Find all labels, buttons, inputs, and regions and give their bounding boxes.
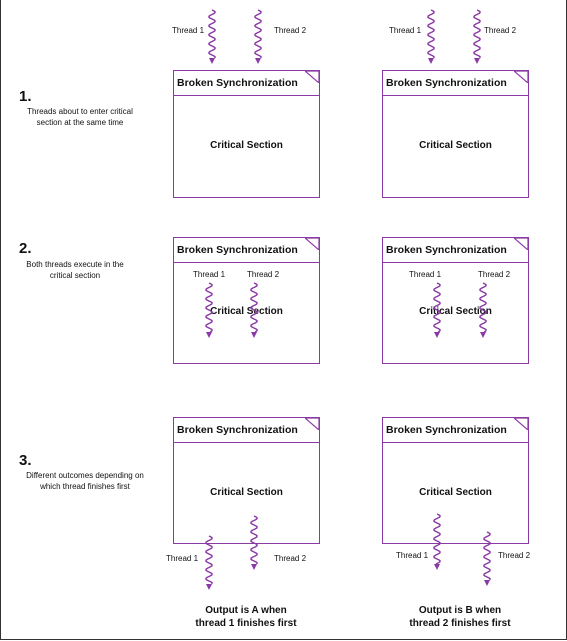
note-fold-icon xyxy=(514,238,528,250)
squiggle-line xyxy=(250,282,258,333)
arrowhead-icon xyxy=(428,58,434,64)
thread-2-label: Thread 2 xyxy=(247,270,280,279)
note-fold-icon xyxy=(305,238,319,250)
step-3-description: Different outcomes depending on which th… xyxy=(26,471,144,491)
note-fold-icon xyxy=(305,418,319,430)
critical-section-label: Critical Section xyxy=(419,306,492,317)
squiggle-line xyxy=(250,515,258,565)
sync-box-2b: Broken Synchronization Thread 1 Thread 2… xyxy=(382,237,529,364)
thread-1-label: Thread 1 xyxy=(389,26,422,35)
thread-2-label: Thread 2 xyxy=(498,551,531,560)
step-2-description: Both threads execute in the critical sec… xyxy=(26,260,124,280)
squiggle-line xyxy=(479,282,487,333)
critical-section-label: Critical Section xyxy=(210,306,283,317)
arrowhead-icon xyxy=(206,332,212,338)
note-fold-icon xyxy=(514,418,528,430)
outcome-a-line2: thread 1 finishes first xyxy=(195,618,297,629)
squiggle-line xyxy=(205,535,213,585)
critical-section-label: Critical Section xyxy=(419,140,492,151)
sync-box-3a: Broken Synchronization Critical Section xyxy=(173,417,320,544)
box-title: Broken Synchronization xyxy=(383,418,528,443)
squiggle-line xyxy=(205,282,213,333)
thread-2-label: Thread 2 xyxy=(484,26,517,35)
arrowhead-icon xyxy=(480,332,486,338)
thread-2-label: Thread 2 xyxy=(478,270,511,279)
thread-1-label: Thread 1 xyxy=(396,551,429,560)
step-2-number: 2. xyxy=(19,240,32,257)
critical-section-label: Critical Section xyxy=(419,487,492,498)
squiggle-line xyxy=(433,282,441,333)
squiggle-line xyxy=(473,9,481,59)
thread-1-label: Thread 1 xyxy=(409,270,442,279)
arrowhead-icon xyxy=(251,564,257,570)
outcome-b: Output is B when thread 2 finishes first xyxy=(380,604,540,630)
arrowhead-icon xyxy=(206,584,212,590)
thread-1-label: Thread 1 xyxy=(193,270,226,279)
box-title: Broken Synchronization xyxy=(383,71,528,96)
box-title: Broken Synchronization xyxy=(383,238,528,263)
sync-box-1a: Broken Synchronization Critical Section xyxy=(173,70,320,198)
note-fold-icon xyxy=(305,71,319,83)
arrowhead-icon xyxy=(209,58,215,64)
squiggle-line xyxy=(427,9,435,59)
sync-box-1b: Broken Synchronization Critical Section xyxy=(382,70,529,198)
arrowhead-icon xyxy=(251,332,257,338)
sync-box-3b: Broken Synchronization Critical Section xyxy=(382,417,529,544)
arrowhead-icon xyxy=(434,564,440,570)
squiggle-line xyxy=(208,9,216,59)
squiggle-line xyxy=(483,531,491,581)
note-fold-icon xyxy=(514,71,528,83)
arrowhead-icon xyxy=(474,58,480,64)
outcome-b-line2: thread 2 finishes first xyxy=(409,618,511,629)
sync-box-2a: Broken Synchronization Thread 1 Thread 2… xyxy=(173,237,320,364)
arrowhead-icon xyxy=(484,580,490,586)
box-title: Broken Synchronization xyxy=(174,238,319,263)
arrowhead-icon xyxy=(434,332,440,338)
box-title: Broken Synchronization xyxy=(174,71,319,96)
thread-1-label: Thread 1 xyxy=(172,26,205,35)
step-3-number: 3. xyxy=(19,452,32,469)
squiggle-line xyxy=(433,513,441,565)
arrowhead-icon xyxy=(255,58,261,64)
step-1-number: 1. xyxy=(19,88,32,105)
thread-1-label: Thread 1 xyxy=(166,554,199,563)
critical-section-label: Critical Section xyxy=(210,487,283,498)
outcome-a-line1: Output is A when xyxy=(205,605,287,616)
box-title: Broken Synchronization xyxy=(174,418,319,443)
thread-2-label: Thread 2 xyxy=(274,554,307,563)
outcome-b-line1: Output is B when xyxy=(418,605,502,616)
critical-section-label: Critical Section xyxy=(210,140,283,151)
squiggle-line xyxy=(254,9,262,59)
step-1-description: Threads about to enter critical section … xyxy=(27,107,133,127)
thread-2-label: Thread 2 xyxy=(274,26,307,35)
outcome-a: Output is A when thread 1 finishes first xyxy=(166,604,326,630)
